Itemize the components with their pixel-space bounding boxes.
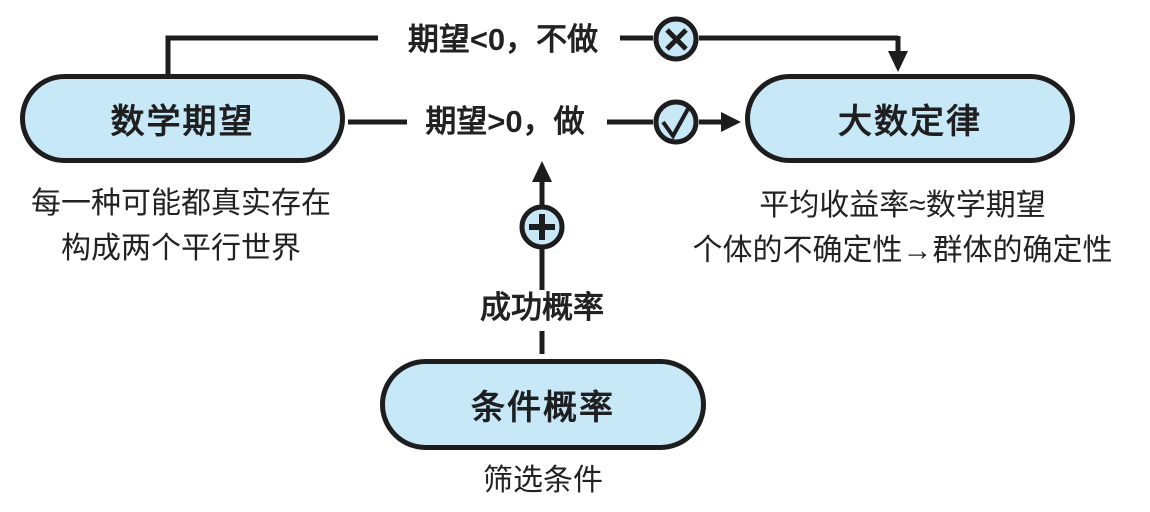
arrowhead-right xyxy=(721,112,741,132)
node-math-expectation[interactable]: 数学期望 xyxy=(20,74,345,163)
arrowhead-up xyxy=(532,161,552,182)
caption-law-of-large-numbers-line2: 个体的不确定性→群体的确定性 xyxy=(692,234,1113,267)
caption-law-of-large-numbers-line1: 平均收益率≈数学期望 xyxy=(759,189,1046,222)
caption-math-expectation-line2: 构成两个平行世界 xyxy=(61,232,301,265)
node-conditional-probability-label: 条件概率 xyxy=(471,389,615,427)
edge-negative-expectation xyxy=(165,16,908,75)
node-conditional-probability[interactable]: 条件概率 xyxy=(380,359,706,450)
arrowhead-down xyxy=(888,51,908,72)
edge-label-negative-expectation: 期望<0，不做 xyxy=(407,22,599,57)
caption-law-of-large-numbers: 平均收益率≈数学期望 个体的不确定性→群体的确定性 xyxy=(655,183,1150,273)
node-math-expectation-label: 数学期望 xyxy=(110,103,255,141)
check-circle-icon xyxy=(653,99,699,145)
plus-circle-icon xyxy=(519,204,565,250)
caption-math-expectation-line1: 每一种可能都真实存在 xyxy=(31,187,331,220)
edge-success-probability xyxy=(519,161,565,354)
cross-circle-icon xyxy=(653,16,699,62)
node-law-of-large-numbers[interactable]: 大数定律 xyxy=(745,74,1075,163)
edge-label-success-probability: 成功概率 xyxy=(480,290,604,325)
caption-conditional-probability: 筛选条件 xyxy=(483,464,603,497)
edge-positive-expectation xyxy=(348,99,741,145)
node-law-of-large-numbers-label: 大数定律 xyxy=(838,103,982,141)
edge-label-positive-expectation: 期望>0，做 xyxy=(425,104,585,139)
caption-math-expectation: 每一种可能都真实存在 构成两个平行世界 xyxy=(2,181,360,271)
